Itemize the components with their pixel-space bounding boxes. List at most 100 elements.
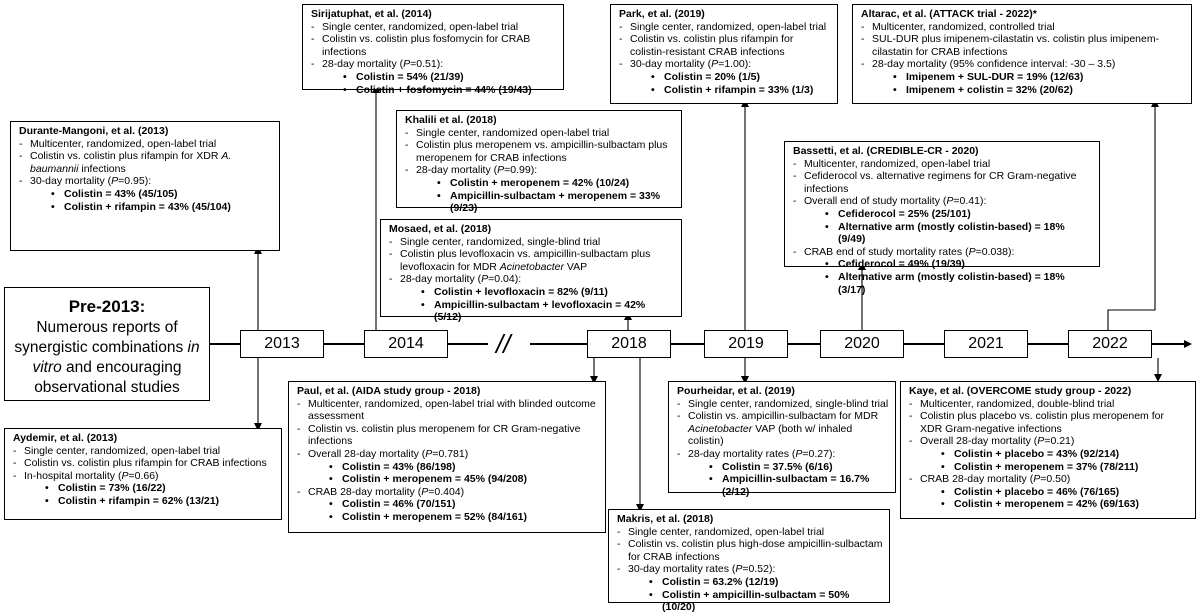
text-part: Colistin vs. ampicillin-sulbactam for MD… [688, 410, 879, 423]
p-symbol: P [968, 245, 976, 258]
trial-design: Single center, randomized, single-blind … [389, 236, 675, 249]
pre-2013-text-italic: in vitro [32, 339, 200, 376]
trial-result: Alternative arm (mostly colistin-based) … [825, 271, 1093, 296]
trial-result: Colistin = 43% (45/105) [51, 188, 273, 201]
trial-outcome: CRAB 28-day mortality (P=0.404) [297, 486, 599, 499]
text-part: =0.51): [410, 58, 444, 71]
trial-outcome: CRAB 28-day mortality (P=0.50) [909, 473, 1189, 486]
p-symbol: P [711, 58, 719, 71]
trial-result: Colistin + rifampin = 33% (1/3) [651, 84, 831, 97]
year-2013: 2013 [240, 330, 324, 358]
year-2020: 2020 [820, 330, 904, 358]
text-part: 30-day mortality rates ( [628, 563, 736, 576]
trial-outcome: 28-day mortality (P=0.04): [389, 273, 675, 286]
trial-comparison: Colistin vs. colistin plus fosfomycin fo… [311, 33, 557, 58]
trial-outcome: Overall 28-day mortality (P=0.781) [297, 448, 599, 461]
year-2018: 2018 [587, 330, 671, 358]
text-part: =0.404) [428, 485, 465, 498]
trial-box-kaye-overcome: Kaye, et al. (OVERCOME study group - 202… [900, 381, 1196, 519]
trial-outcome: 28-day mortality rates (P=0.27): [677, 448, 889, 461]
trial-result: Colistin + meropenem = 37% (78/211) [941, 461, 1189, 474]
trial-outcome: In-hospital mortality (P=0.66) [13, 470, 275, 483]
text-part: Overall 28-day mortality ( [308, 447, 426, 460]
trial-result: Colistin + placebo = 46% (76/165) [941, 486, 1189, 499]
trial-design: Single center, randomized, open-label tr… [13, 445, 275, 458]
p-symbol: P [1033, 473, 1041, 486]
text-part: CRAB 28-day mortality ( [920, 473, 1034, 486]
pre-2013-box: Pre-2013: Numerous reports of synergisti… [4, 287, 210, 401]
trial-design: Multicenter, randomized, double-blind tr… [909, 398, 1189, 411]
p-symbol: P [121, 469, 129, 482]
text-part: 28-day mortality ( [416, 164, 498, 177]
trial-outcome: 30-day mortality (P=0.95): [19, 175, 273, 188]
trial-result: Colistin + fosfomycin = 44% (19/43) [343, 84, 557, 97]
p-symbol: P [421, 485, 429, 498]
text-part: 30-day mortality ( [30, 175, 112, 188]
text-part: 28-day mortality ( [400, 273, 482, 286]
trial-title: Khalili et al. (2018) [405, 114, 497, 126]
year-2022: 2022 [1068, 330, 1152, 358]
trial-comparison: Colistin plus levofloxacin vs. ampicilli… [389, 248, 675, 273]
trial-title: Paul, et al. (AIDA study group - 2018) [297, 385, 481, 397]
text-part: CRAB 28-day mortality ( [308, 485, 422, 498]
trial-outcome: CRAB end of study mortality rates (P=0.0… [793, 246, 1093, 259]
trial-title: Sirijatuphat, et al. (2014) [311, 8, 432, 20]
trial-result: Colistin = 54% (21/39) [343, 71, 557, 84]
trial-outcome: Overall end of study mortality (P=0.41): [793, 195, 1093, 208]
trial-result: Colistin = 63.2% (12/19) [649, 576, 883, 589]
text-part: In-hospital mortality ( [24, 469, 122, 482]
text-part: =0.50) [1040, 473, 1071, 486]
trial-design: Single center, randomized, open-label tr… [311, 21, 557, 34]
trial-comparison: Colistin vs. colistin plus high-dose amp… [617, 538, 883, 563]
p-symbol: P [735, 563, 743, 576]
p-symbol: P [795, 447, 803, 460]
text-part: 30-day mortality ( [630, 58, 712, 71]
trial-title: Mosaed, et al. (2018) [389, 223, 492, 235]
text-part: Colistin plus levofloxacin vs. ampicilli… [400, 248, 651, 273]
trial-outcome: 30-day mortality (P=1.00): [619, 58, 831, 71]
trial-comparison: Colistin vs. colistin plus rifampin for … [619, 33, 831, 58]
trial-design: Single center, randomized, open-label tr… [619, 21, 831, 34]
organism-name: A. baumannii [30, 150, 232, 175]
connector-altarac [1107, 99, 1159, 330]
text-part: 28-day mortality rates ( [688, 447, 796, 460]
trial-result: Colistin = 20% (1/5) [651, 71, 831, 84]
trial-box-sirijatuphat: Sirijatuphat, et al. (2014) Single cente… [302, 4, 564, 96]
trial-box-durante-mangoni: Durante-Mangoni, et al. (2013) Multicent… [10, 121, 280, 251]
trial-design: Multicenter, randomized, open-label tria… [793, 158, 1093, 171]
trial-comparison: Colistin plus placebo vs. colistin plus … [909, 410, 1189, 435]
text-part: VAP (both w/ inhaled colistin) [688, 422, 853, 448]
trial-result: Colistin = 46% (70/151) [329, 498, 599, 511]
trial-comparison: SUL-DUR plus imipenem-cilastatin vs. col… [861, 33, 1185, 58]
text-part: VAP [564, 260, 588, 273]
trial-result: Ampicillin-sulbactam + meropenem = 33% (… [437, 190, 675, 215]
trial-title: Durante-Mangoni, et al. (2013) [19, 125, 169, 137]
trial-design: Single center, randomized open-label tri… [405, 127, 675, 140]
trial-design: Multicenter, randomized, open-label tria… [19, 138, 273, 151]
trial-comparison: Colistin vs. colistin plus meropenem for… [297, 423, 599, 448]
trial-result: Colistin + rifampin = 43% (45/104) [51, 201, 273, 214]
trial-result: Colistin = 43% (86/198) [329, 461, 599, 474]
trial-result: Colistin + meropenem = 42% (69/163) [941, 498, 1189, 511]
trial-box-bassetti: Bassetti, et al. (CREDIBLE-CR - 2020) Mu… [784, 141, 1100, 296]
trial-result: Ampicillin-sulbactam + levofloxacin = 42… [421, 299, 675, 324]
text-part: 28-day mortality ( [322, 58, 404, 71]
trial-result: Colistin + meropenem = 45% (94/208) [329, 473, 599, 486]
trial-result: Alternative arm (mostly colistin-based) … [825, 221, 1093, 246]
trial-design: Single center, randomized, open-label tr… [617, 526, 883, 539]
trial-box-paul-aida: Paul, et al. (AIDA study group - 2018) M… [288, 381, 606, 533]
trial-design: Single center, randomized, single-blind … [677, 398, 889, 411]
trial-result: Colistin + levofloxacin = 82% (9/11) [421, 286, 675, 299]
trial-title: Park, et al. (2019) [619, 8, 705, 20]
text-part: CRAB end of study mortality rates ( [804, 245, 969, 258]
text-part: =0.52): [742, 563, 776, 576]
p-symbol: P [497, 164, 505, 177]
year-2019: 2019 [704, 330, 788, 358]
trial-comparison: Colistin plus meropenem vs. ampicillin-s… [405, 139, 675, 164]
text-part: Overall 28-day mortality ( [920, 435, 1038, 448]
trial-result: Colistin = 37.5% (6/16) [709, 461, 889, 474]
text-part: =0.95): [118, 175, 152, 188]
trial-box-makris: Makris, et al. (2018) Single center, ran… [608, 509, 890, 613]
trial-outcome: 28-day mortality (P=0.51): [311, 58, 557, 71]
p-symbol: P [403, 58, 411, 71]
